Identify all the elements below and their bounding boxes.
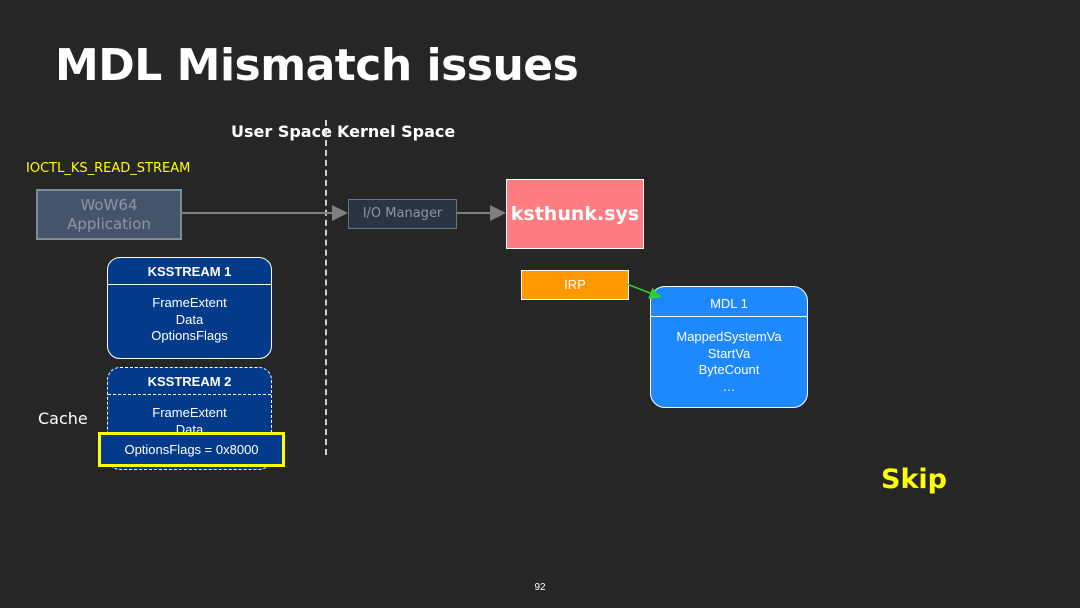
- ksstream-2-field: FrameExtent: [152, 405, 227, 420]
- app-line-2: Application: [67, 214, 151, 233]
- irp-to-mdl-arrow: [626, 283, 662, 299]
- irp-box: IRP: [521, 270, 629, 300]
- mdl-1-field: …: [722, 378, 736, 394]
- options-flags-highlight: OptionsFlags = 0x8000: [98, 432, 285, 467]
- ksthunk-box: ksthunk.sys: [506, 179, 644, 249]
- kernel-space-label: Kernel Space: [337, 122, 456, 141]
- user-kernel-divider: [325, 120, 327, 455]
- mdl-1-fields: MappedSystemVa StartVa ByteCount …: [651, 317, 807, 395]
- ksstream-1-header: KSSTREAM 1: [108, 258, 271, 285]
- ksstream-1-field: FrameExtent: [152, 295, 227, 310]
- ioctl-label: IOCTL_KS_READ_STREAM: [26, 161, 191, 176]
- app-line-1: WoW64: [80, 195, 138, 214]
- ksstream-2-header: KSSTREAM 2: [108, 368, 271, 395]
- slide-title: MDL Mismatch issues: [55, 40, 579, 91]
- ksstream-1-fields: FrameExtent Data OptionsFlags: [108, 285, 271, 345]
- mdl-1-field: ByteCount: [698, 362, 760, 377]
- ksstream-1-field: Data: [175, 311, 204, 327]
- ksstream-1-field: OptionsFlags: [151, 328, 228, 343]
- page-number: 92: [534, 582, 546, 593]
- mdl-1-box: MDL 1 MappedSystemVa StartVa ByteCount …: [650, 286, 808, 408]
- user-space-label: User Space: [231, 122, 332, 141]
- wow64-application-box: WoW64 Application: [36, 189, 182, 240]
- mdl-1-header: MDL 1: [651, 287, 807, 317]
- mdl-1-field: StartVa: [707, 345, 751, 361]
- skip-label: Skip: [881, 464, 947, 495]
- cache-label: Cache: [38, 409, 88, 428]
- mdl-1-field: MappedSystemVa: [676, 329, 782, 344]
- io-manager-box: I/O Manager: [348, 199, 457, 229]
- ksstream-1-box: KSSTREAM 1 FrameExtent Data OptionsFlags: [107, 257, 272, 359]
